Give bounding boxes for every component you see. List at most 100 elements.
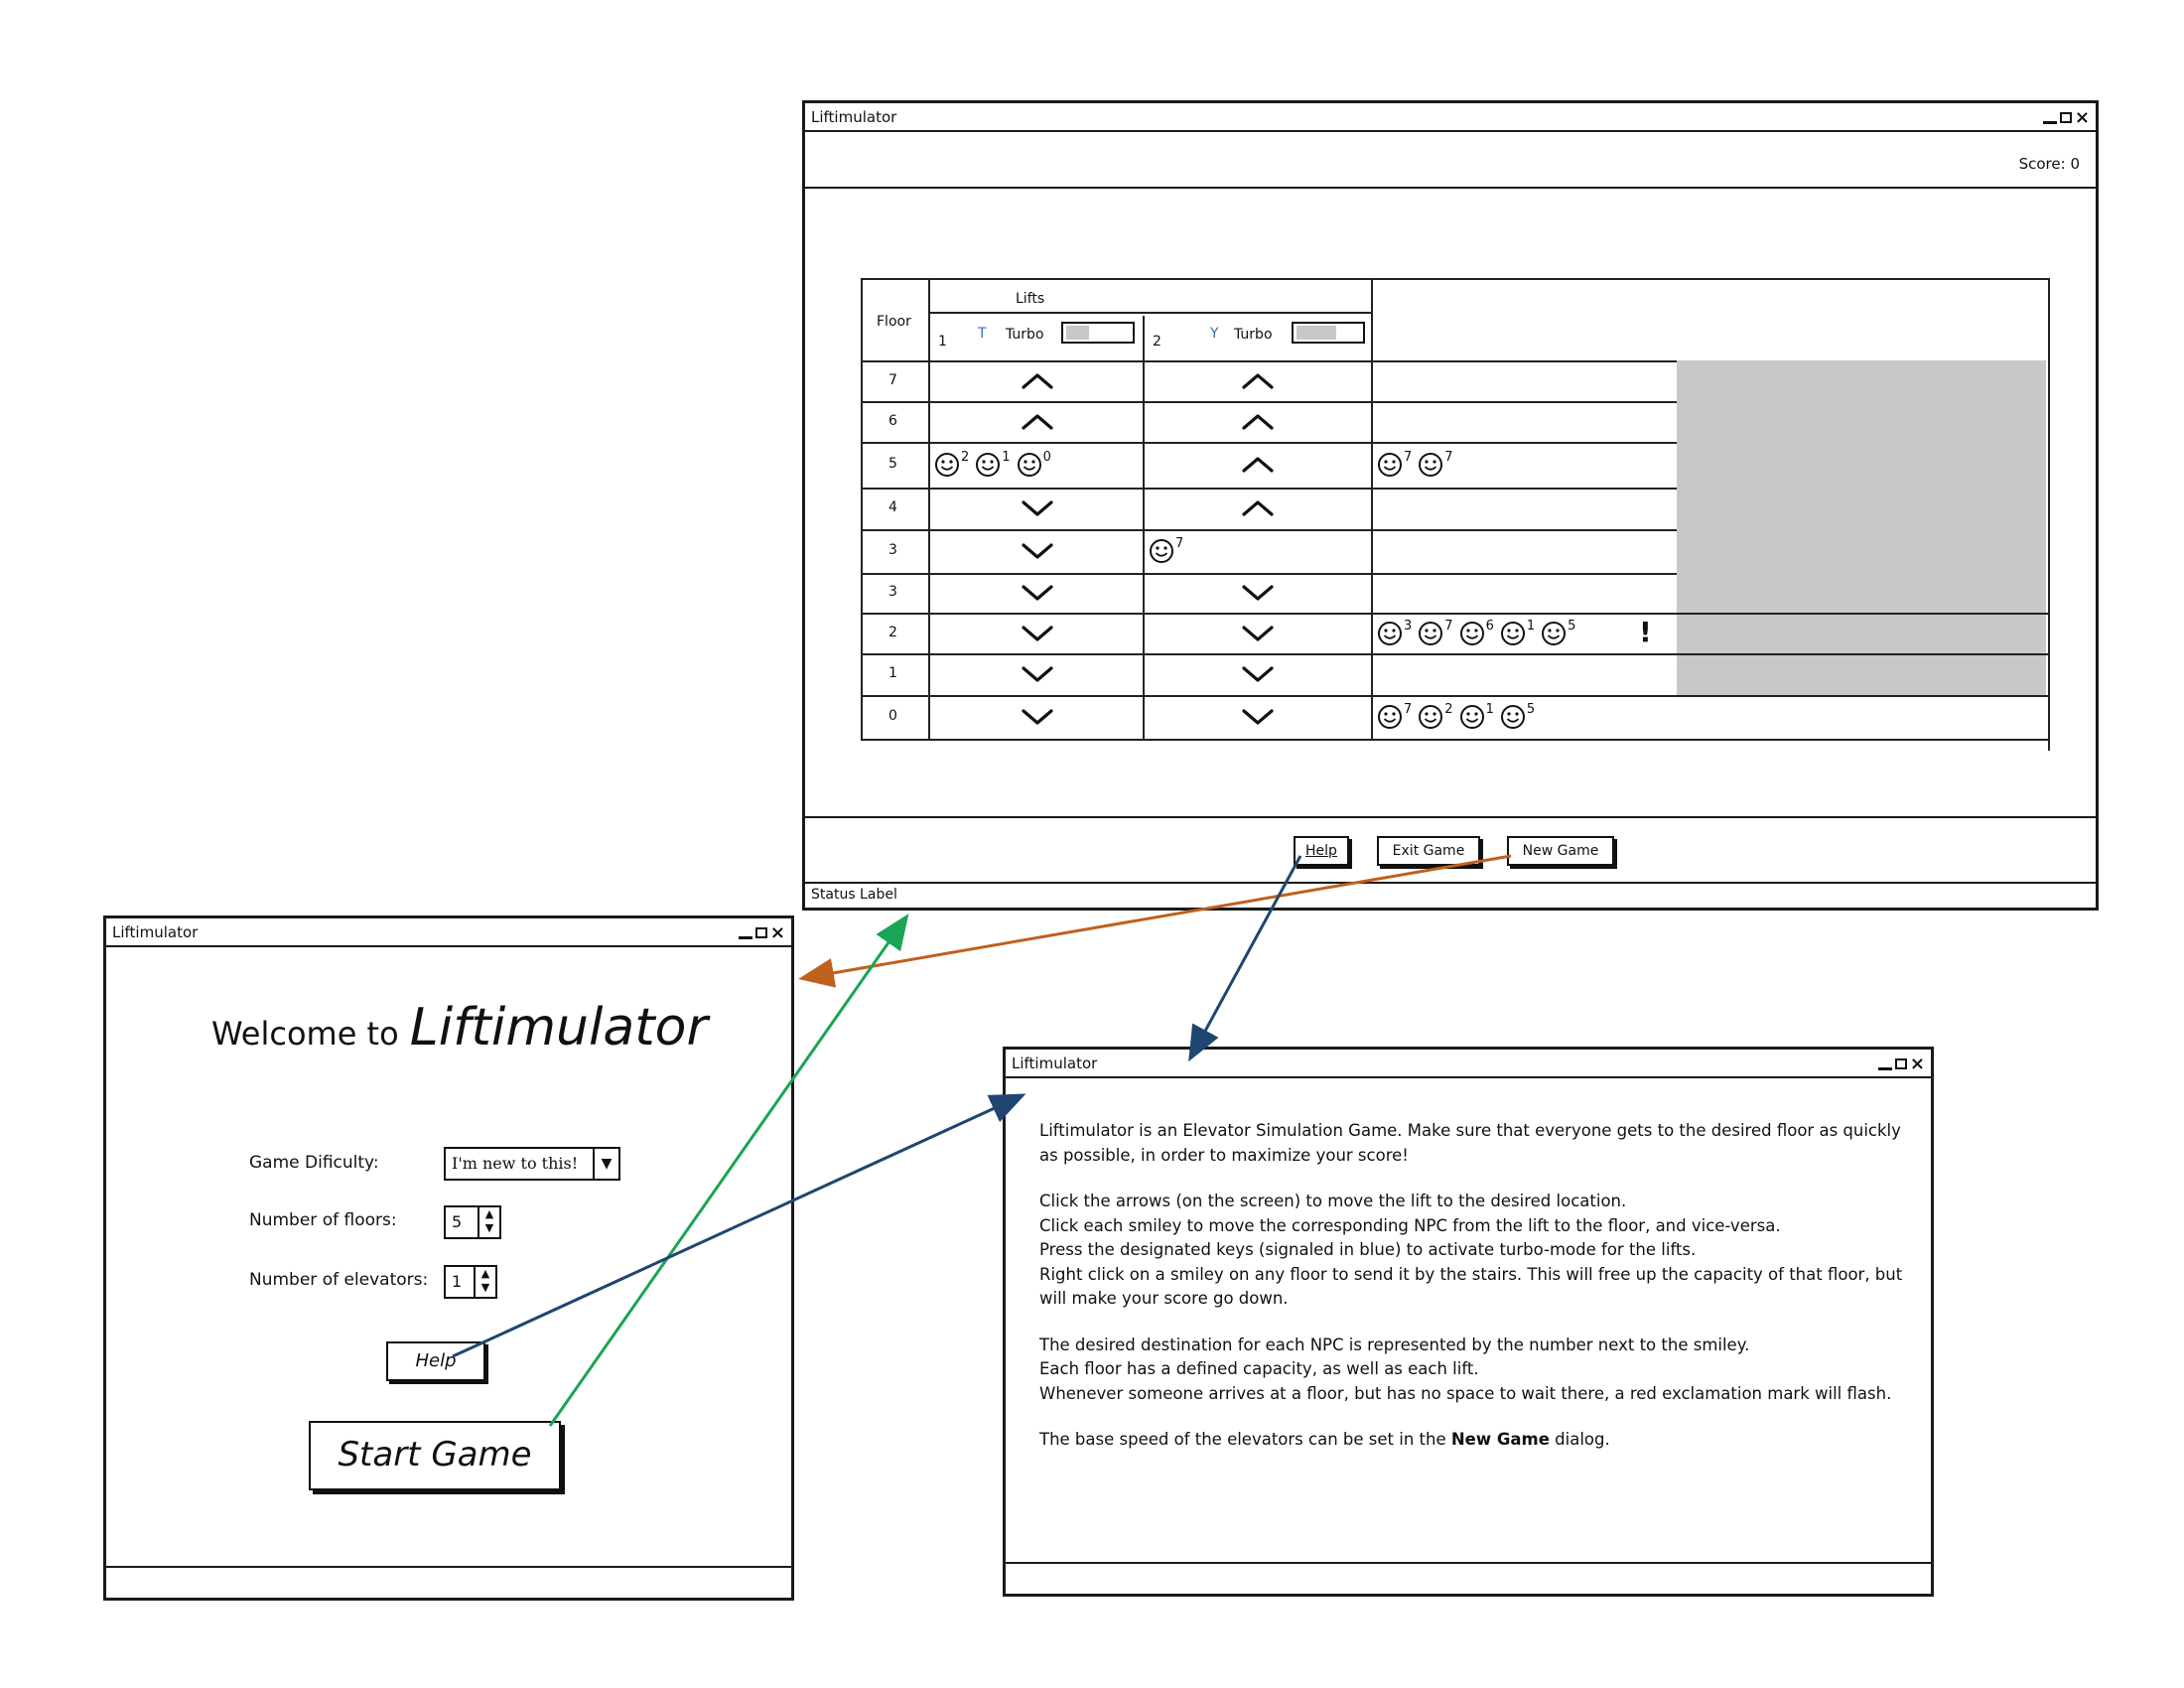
arrow-down-icon[interactable] [1240,664,1276,684]
grid-border [861,278,863,739]
npc-smiley[interactable]: 7 [1149,536,1183,564]
arrow-down-icon[interactable] [1240,707,1276,727]
maximize-icon[interactable] [1894,1058,1907,1069]
elevators-stepper[interactable]: 1 ▲▼ [444,1265,497,1299]
chevron-down-icon[interactable]: ▼ [593,1149,618,1179]
new-game-label: New Game [1522,843,1599,859]
game-titlebar: Liftimulator × [805,103,2096,132]
help-titlebar: Liftimulator × [1006,1050,1931,1078]
npc-smiley[interactable]: 5 [1541,619,1575,646]
arrow-down-icon[interactable] [1020,541,1055,561]
lifts-header: Lifts [1016,291,1045,307]
smiley-icon [1419,621,1443,645]
overflow-alert-icon: ! [1639,615,1652,648]
stepper-arrows-icon[interactable]: ▲▼ [478,1207,499,1237]
floor-number: 6 [888,412,897,429]
grid-border [1143,316,1145,739]
maximize-icon[interactable] [2059,112,2072,123]
exit-game-button[interactable]: Exit Game [1377,836,1480,866]
help-line: Whenever someone arrives at a floor, but… [1039,1383,1892,1403]
window-controls: × [2042,103,2090,132]
smiley-icon [935,453,959,477]
arrow-down-icon[interactable] [1020,664,1055,684]
npc-smiley[interactable]: 0 [1017,450,1051,478]
new-game-emphasis: New Game [1450,1430,1550,1449]
help-line: Right click on a smiley on any floor to … [1039,1264,1903,1309]
arrow-up-icon[interactable] [1020,371,1055,391]
npc-destination: 5 [1526,702,1536,717]
arrow-up-icon[interactable] [1020,412,1055,432]
window-controls: × [1877,1050,1925,1078]
npc-smiley[interactable]: 1 [1500,619,1535,646]
grid-border [861,278,2048,280]
difficulty-select[interactable]: I'm new to this! ▼ [444,1147,620,1181]
window-title: Liftimulator [811,108,897,126]
welcome-window: Liftimulator × Welcome to Liftimulator G… [103,915,794,1601]
minimize-icon[interactable] [738,936,752,939]
npc-smiley[interactable]: 1 [975,450,1011,478]
welcome-heading: Welcome to Liftimulator [211,998,708,1057]
new-game-button[interactable]: New Game [1507,836,1614,866]
close-icon[interactable]: × [1909,1053,1925,1074]
npc-smiley[interactable]: 7 [1377,702,1413,730]
grid-border [2048,278,2050,751]
help-button[interactable]: Help [1294,836,1349,866]
npc-smiley[interactable]: 7 [1418,618,1453,646]
npc-smiley[interactable]: 2 [934,450,969,478]
npc-destination: 7 [1404,702,1413,717]
npc-destination: 7 [1444,450,1453,465]
welcome-titlebar: Liftimulator × [106,918,791,947]
grid-border [861,573,1677,575]
floor-number: 3 [888,542,897,558]
floor-number: 1 [888,665,897,681]
turbo-meter [1061,322,1135,344]
arrow-down-icon[interactable] [1020,624,1055,643]
npc-destination: 3 [1404,618,1413,633]
minimize-icon[interactable] [2042,121,2057,124]
help-button-label: Help [1305,843,1337,859]
stepper-arrows-icon[interactable]: ▲▼ [474,1267,495,1297]
arrow-down-icon[interactable] [1240,583,1276,603]
grid-border [861,401,1677,403]
floor-number: 0 [888,708,897,724]
npc-destination: 7 [1404,450,1413,465]
maximize-icon[interactable] [754,927,767,938]
smiley-icon [1500,621,1525,645]
help-text: Liftimulator is an Elevator Simulation G… [1039,1119,1913,1475]
arrow-up-icon[interactable] [1240,498,1276,518]
grid-border [861,360,1677,362]
npc-smiley[interactable]: 6 [1459,619,1494,646]
npc-smiley[interactable]: 5 [1500,702,1536,730]
arrow-down-icon[interactable] [1020,707,1055,727]
grid-border [861,695,2048,697]
npc-smiley[interactable]: 7 [1377,450,1413,478]
minimize-icon[interactable] [1877,1067,1892,1070]
help-button[interactable]: Help [386,1341,485,1381]
npc-destination: 0 [1042,450,1051,465]
close-icon[interactable]: × [769,921,785,943]
overflow-panel [1677,360,2046,695]
start-game-button[interactable]: Start Game [309,1421,561,1490]
arrow-up-icon[interactable] [1240,455,1276,475]
floor-number: 3 [888,584,897,600]
arrow-down-icon[interactable] [1240,624,1276,643]
npc-smiley[interactable]: 7 [1418,450,1453,478]
help-line: Press the designated keys (signaled in b… [1039,1240,1697,1259]
close-icon[interactable]: × [2074,106,2090,128]
npc-smiley[interactable]: 3 [1377,618,1413,646]
smiley-icon [1500,705,1525,729]
npc-smiley[interactable]: 2 [1418,702,1453,730]
npc-smiley[interactable]: 1 [1459,702,1494,730]
smiley-icon [1419,705,1443,729]
grid-border [861,653,2048,655]
floors-stepper[interactable]: 5 ▲▼ [444,1205,501,1239]
arrow-down-icon[interactable] [1020,583,1055,603]
npc-destination: 7 [1444,618,1453,633]
arrow-up-icon[interactable] [1240,412,1276,432]
arrow-up-icon[interactable] [1240,371,1276,391]
help-line: Click each smiley to move the correspond… [1039,1215,1781,1235]
turbo-meter-fill [1066,326,1089,340]
arrow-down-icon[interactable] [1020,498,1055,518]
